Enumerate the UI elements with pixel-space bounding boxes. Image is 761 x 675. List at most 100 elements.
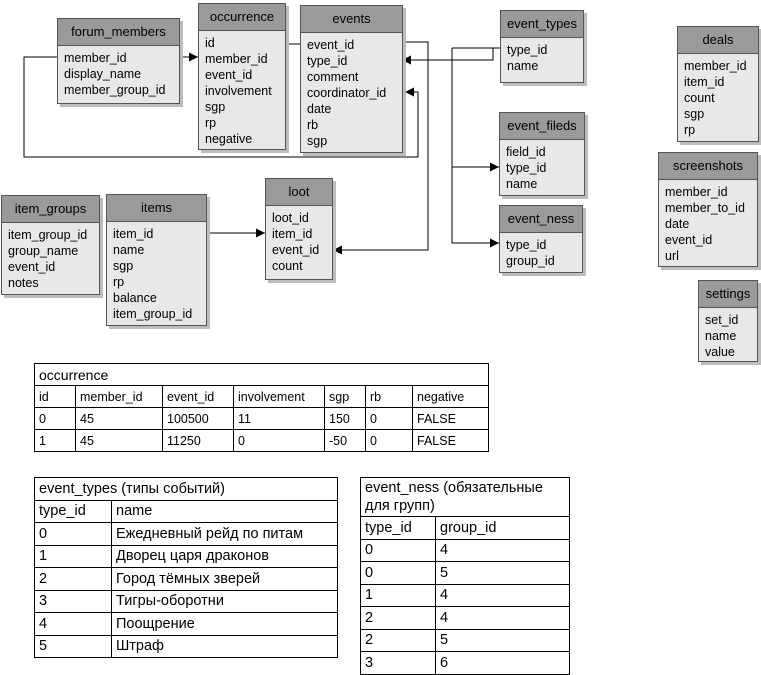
table-cell: 100500 (162, 407, 234, 430)
table-row: 1 45 11250 0 -50 0 FALSE (34, 429, 489, 452)
entity-event-fileds[interactable]: event_fileds field_id type_id name (499, 112, 585, 196)
entity-field: balance (113, 291, 157, 305)
link-fileds (451, 48, 499, 172)
entity-title: deals (678, 27, 758, 54)
table-cell: 2 (360, 606, 436, 630)
entity-title: event_types (501, 11, 583, 38)
entity-title: screenshots (659, 153, 757, 180)
entity-field: member_id (665, 185, 728, 199)
table-cell: -50 (324, 429, 366, 452)
entity-field: rp (113, 275, 125, 289)
table-cell: Город тёмных зверей (111, 567, 338, 591)
entity-field: name (506, 177, 538, 191)
table-cell: Тигры-оборотни (111, 589, 338, 613)
table-header-row: id member_id event_id involvement sgp rb… (34, 385, 489, 408)
table-cell: 0 (34, 522, 112, 546)
table-row: 0 45 100500 11 150 0 FALSE (34, 407, 489, 430)
entity-field: date (307, 102, 332, 116)
table-cell: 0 (365, 429, 413, 452)
entity-field: member_group_id (64, 83, 166, 97)
entity-title: item_groups (2, 196, 99, 223)
entity-field: date (665, 217, 690, 231)
table-cell: 0 (360, 561, 436, 585)
table-cell: 150 (324, 407, 366, 430)
table-cell: 5 (435, 561, 570, 585)
entity-field: member_id (684, 59, 747, 73)
entity-field: url (665, 249, 679, 263)
table-cell: Штраф (111, 634, 338, 658)
table-cell: 4 (435, 538, 570, 562)
table-cell: Дворец царя драконов (111, 544, 338, 568)
entity-field: item_group_id (113, 307, 193, 321)
entity-field: involvement (205, 84, 272, 98)
table-cell: 45 (75, 407, 163, 430)
entity-field: loot_id (272, 211, 309, 225)
entity-event-types[interactable]: event_types type_id name (500, 10, 584, 83)
entity-field: count (684, 91, 715, 105)
entity-field: sgp (684, 107, 705, 121)
entity-screenshots[interactable]: screenshots member_id member_to_id date … (658, 152, 758, 267)
entity-field: member_to_id (665, 201, 745, 215)
table-cell: 11250 (162, 429, 234, 452)
entity-deals[interactable]: deals member_id item_id count sgp rp (677, 26, 759, 142)
entity-field: type_id (506, 238, 547, 252)
entity-field: value (705, 345, 735, 359)
link-ness (451, 167, 499, 248)
entity-item-groups[interactable]: item_groups item_group_id group_name eve… (1, 195, 100, 295)
table-cell: FALSE (412, 429, 489, 452)
entity-field: sgp (113, 259, 134, 273)
entity-field: negative (205, 132, 253, 146)
column-header: involvement (233, 385, 325, 408)
column-header: negative (412, 385, 489, 408)
column-header: sgp (324, 385, 366, 408)
column-header: event_id (162, 385, 234, 408)
entity-field: sgp (307, 134, 328, 148)
entity-field: event_id (205, 68, 253, 82)
entity-event-ness[interactable]: event_ness type_id group_id (499, 205, 583, 273)
entity-field: name (705, 329, 737, 343)
entity-field: notes (8, 276, 39, 290)
entity-field: member_id (64, 51, 127, 65)
entity-field: id (205, 36, 215, 50)
column-header: type_id (360, 516, 436, 540)
table-cell: FALSE (412, 407, 489, 430)
entity-field: member_id (205, 52, 268, 66)
table-cell: 1 (34, 544, 112, 568)
entity-field: comment (307, 70, 359, 84)
column-header: id (34, 385, 76, 408)
entity-title: items (107, 195, 206, 222)
table-cell: 4 (34, 612, 112, 636)
table-caption: event_types (типы событий) (34, 477, 338, 501)
entity-title: event_ness (500, 206, 582, 233)
column-header: member_id (75, 385, 163, 408)
entity-field: type_id (307, 54, 348, 68)
entity-occurrence[interactable]: occurrence id member_id event_id involve… (198, 3, 286, 150)
table-caption: occurrence (34, 363, 489, 386)
entity-forum-members[interactable]: forum_members member_id display_name mem… (57, 18, 180, 104)
entity-items[interactable]: items item_id name sgp rp balance item_g… (106, 194, 207, 326)
entity-events[interactable]: events event_id type_id comment coordina… (300, 5, 403, 153)
entity-field: event_id (8, 260, 56, 274)
table-cell: 4 (435, 606, 570, 630)
table-cell: 0 (233, 429, 325, 452)
entity-field: type_id (507, 43, 548, 57)
entity-loot[interactable]: loot loot_id item_id event_id count (265, 178, 333, 280)
table-cell: Ежедневный рейд по питам (111, 522, 338, 546)
entity-settings[interactable]: settings set_id name value (698, 280, 758, 362)
entity-field: name (507, 59, 539, 73)
entity-field: group_id (506, 254, 555, 268)
occurrence-table: occurrence id member_id event_id involve… (34, 363, 489, 452)
entity-field: event_id (307, 38, 355, 52)
column-header: name (111, 499, 338, 523)
entity-field: name (113, 243, 145, 257)
